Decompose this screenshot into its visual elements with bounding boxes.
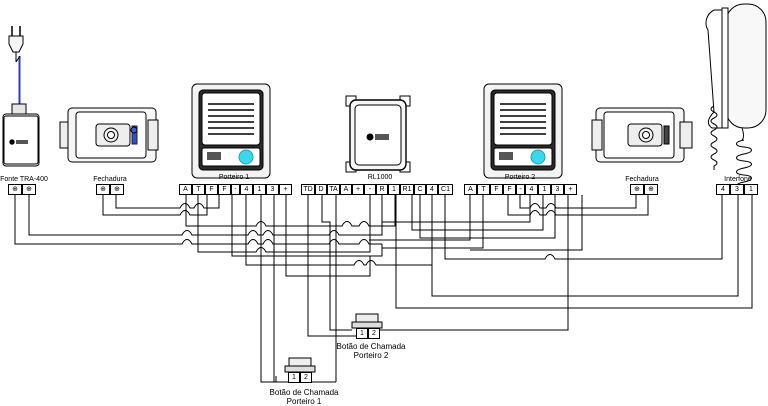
porteiro-2-terminal: F [503,184,516,195]
power-supply-icon [2,103,40,167]
call-button-1-label-line2: Porteiro 1 [286,397,322,406]
fonte-label: Fonte TRA-400 [0,176,48,183]
interfone-terminal: 3 [730,184,744,195]
porteiro-1-terminal: 3 [266,184,279,195]
rl1000-module-icon [345,95,411,173]
call-button-2-terminal: 2 [368,328,380,339]
lock-2-icon [591,107,693,163]
porteiro-1-terminal: T [192,184,205,195]
rl1000-terminal: - [364,184,376,195]
fechadura-1-terminal: ⊕ [110,184,124,195]
interfone-label: Interfone [724,176,752,183]
wires [14,195,753,383]
fechadura-2-terminal: ⊕ [644,184,658,195]
rl1000-terminal: C [414,184,426,195]
rl1000-terminal: 4 [426,184,438,195]
rl1000-terminal: A [340,184,352,195]
rl1000-terminal: + [352,184,364,195]
interfone-terminal: 1 [744,184,758,195]
rl1000-terminal: TD [301,184,315,195]
call-button-2-label-line1: Botão de Chamada [336,342,406,351]
call-button-2-label-line2: Porteiro 2 [353,351,389,360]
porteiro-2-terminal: A [464,184,477,195]
call-button-1-label-line1: Botão de Chamada [269,388,339,397]
fonte-terminal: ⊕ [22,184,36,195]
porteiro-2-terminal: T [477,184,490,195]
rl1000-terminal: TA [327,184,340,195]
call-button-1-terminal: 1 [288,372,300,383]
porteiro-1-label: Porteiro 1 [218,174,250,181]
porteiro-2-panel-icon [483,83,563,179]
rl1000-terminal: 1 [388,184,400,195]
porteiro-1-terminal: 1 [253,184,266,195]
fechadura-1-terminal: ⊕ [96,184,110,195]
porteiro-1-terminal: + [279,184,292,195]
rl1000-terminal: D [315,184,327,195]
fonte-terminal: ⊕ [8,184,22,195]
rl1000-terminal: R1 [400,184,414,195]
porteiro-1-terminal: - [231,184,240,195]
call-button-1-terminal: 2 [300,372,312,383]
rl1000-label: RL1000 [367,174,393,181]
porteiro-2-terminal: - [516,184,525,195]
rl1000-terminal: C1 [438,184,453,195]
porteiro-2-terminal: 3 [551,184,564,195]
interfone-handset-icon [705,3,767,190]
porteiro-1-terminal: 4 [240,184,253,195]
fechadura-1-label: Fechadura [93,176,127,183]
rl1000-terminal: R [376,184,388,195]
call-button-1-icon [284,357,316,373]
call-button-2-icon [351,313,383,329]
fechadura-2-terminal: ⊕ [630,184,644,195]
porteiro-2-terminal: + [564,184,577,195]
interfone-terminal: 4 [716,184,730,195]
lock-1-icon [59,107,159,163]
porteiro-1-panel-icon [191,83,271,179]
fechadura-2-label: Fechadura [625,176,659,183]
power-plug-icon [8,26,24,104]
porteiro-2-label: Porteiro 2 [504,174,536,181]
porteiro-2-terminal: 1 [538,184,551,195]
porteiro-1-terminal: A [179,184,192,195]
porteiro-1-terminal: F [205,184,218,195]
porteiro-1-terminal: F [218,184,231,195]
porteiro-2-terminal: F [490,184,503,195]
call-button-2-terminal: 1 [356,328,368,339]
porteiro-2-terminal: 4 [525,184,538,195]
